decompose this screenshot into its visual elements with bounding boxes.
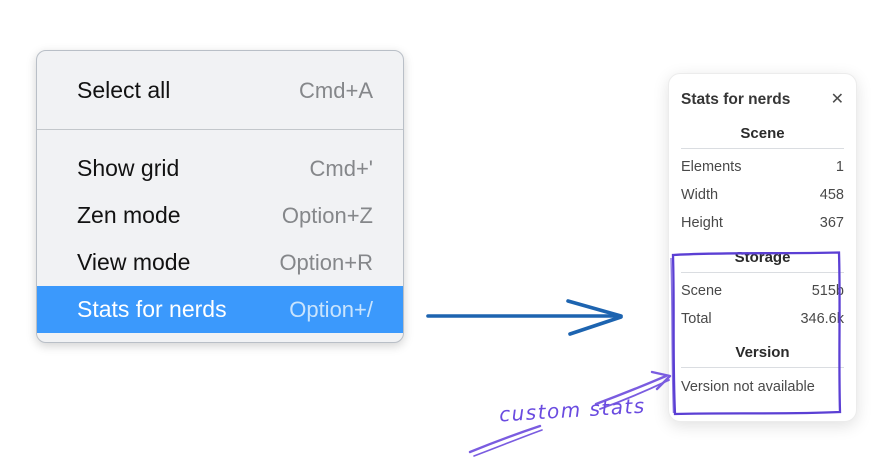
menu-item-select-all[interactable]: Select all Cmd+A <box>37 67 403 114</box>
stat-label: Height <box>681 215 723 231</box>
stat-label: Width <box>681 187 719 203</box>
version-section-header: Version <box>735 344 790 361</box>
menu-item-shortcut: Option+/ <box>289 296 373 322</box>
menu-item-label: Show grid <box>77 155 180 181</box>
storage-section: Storage Scene 515b Total 346.6k <box>681 249 844 329</box>
stat-row-storage-scene: Scene 515b <box>681 281 844 301</box>
blue-arrow <box>426 299 623 336</box>
stat-value: 458 <box>819 187 844 203</box>
stat-row-elements: Elements 1 <box>681 157 844 177</box>
menu-item-stats-for-nerds[interactable]: Stats for nerds Option+/ <box>37 286 403 333</box>
custom-stats-annotation: custom stats <box>498 393 647 427</box>
section-rule <box>681 367 844 368</box>
close-icon[interactable]: ✕ <box>830 91 844 108</box>
stat-label: Elements <box>681 159 742 175</box>
version-section: Version Version not available <box>681 344 844 397</box>
scene-section: Scene Elements 1 Width 458 Height 367 <box>681 125 844 233</box>
stat-row-storage-total: Total 346.6k <box>681 309 844 329</box>
scene-section-header: Scene <box>740 125 785 142</box>
context-menu: Select all Cmd+A Show grid Cmd+' Zen mod… <box>36 50 404 343</box>
menu-item-view-mode[interactable]: View mode Option+R <box>37 239 403 286</box>
menu-item-label: Zen mode <box>77 202 181 228</box>
menu-item-shortcut: Option+Z <box>281 202 373 228</box>
menu-section-bottom: Show grid Cmd+' Zen mode Option+Z View m… <box>37 130 403 333</box>
menu-item-label: View mode <box>77 249 191 275</box>
menu-item-shortcut: Cmd+' <box>309 155 374 181</box>
stat-value: 1 <box>835 159 844 175</box>
menu-item-label: Select all <box>77 77 171 103</box>
menu-item-shortcut: Cmd+A <box>299 77 373 103</box>
stat-value: 515b <box>811 283 844 299</box>
stat-row-width: Width 458 <box>681 185 844 205</box>
stat-value: 346.6k <box>800 311 844 327</box>
stats-panel-header: Stats for nerds ✕ <box>681 91 844 109</box>
menu-item-shortcut: Option+R <box>279 249 373 275</box>
menu-item-zen-mode[interactable]: Zen mode Option+Z <box>37 192 403 239</box>
menu-divider <box>37 129 403 130</box>
stats-panel-title: Stats for nerds <box>681 91 791 108</box>
stat-label: Scene <box>681 283 723 299</box>
stat-row-height: Height 367 <box>681 213 844 233</box>
section-rule <box>681 148 844 149</box>
storage-section-header: Storage <box>734 249 791 266</box>
version-note: Version not available <box>681 379 815 395</box>
stat-label: Total <box>681 311 712 327</box>
menu-section-top: Select all Cmd+A <box>37 51 403 129</box>
section-rule <box>681 272 844 273</box>
menu-item-show-grid[interactable]: Show grid Cmd+' <box>37 145 403 192</box>
menu-item-label: Stats for nerds <box>77 296 227 322</box>
stats-panel: Stats for nerds ✕ Scene Elements 1 Width… <box>668 73 857 422</box>
stat-value: 367 <box>819 215 844 231</box>
